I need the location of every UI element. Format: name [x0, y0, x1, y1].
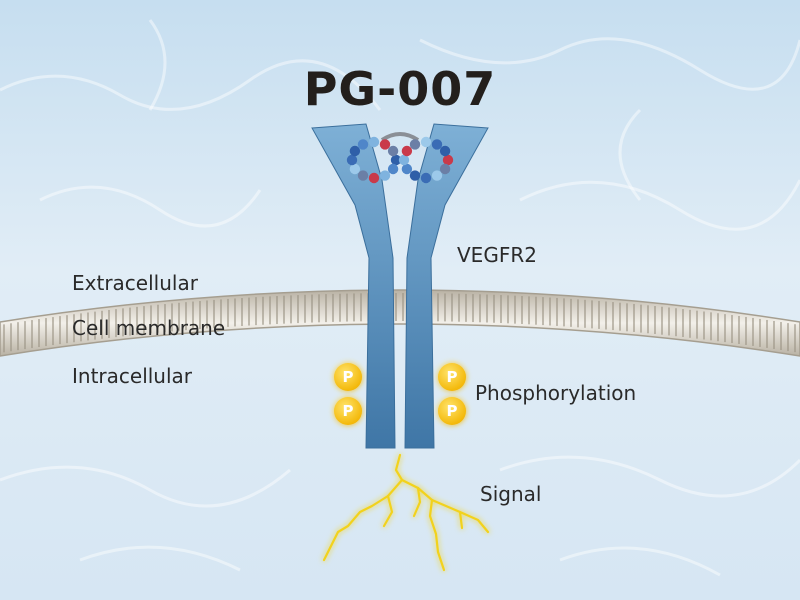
- molecule-bead: [390, 154, 402, 166]
- molecule-bead: [431, 139, 443, 150]
- molecule-bead: [409, 170, 421, 181]
- label-vegfr2: VEGFR2: [457, 243, 537, 267]
- molecule-bead: [398, 154, 410, 166]
- molecule-bead: [420, 136, 432, 148]
- molecule-bead: [379, 170, 391, 181]
- diagram-title: PG-007: [303, 62, 497, 116]
- phospho-symbol: P: [447, 368, 458, 386]
- phosphorylation-sites: P P P P: [334, 363, 466, 425]
- molecule-bead: [379, 139, 391, 150]
- label-signal: Signal: [480, 482, 542, 506]
- label-phosphorylation: Phosphorylation: [475, 381, 637, 405]
- phospho-site-left-bottom: P: [334, 397, 362, 425]
- molecule-bead: [346, 154, 358, 166]
- molecule-bead: [431, 170, 443, 181]
- molecule-bead: [442, 154, 454, 166]
- label-cell-membrane: Cell membrane: [72, 316, 226, 340]
- molecule-bead: [387, 145, 399, 157]
- molecule-bead: [349, 145, 361, 157]
- molecule-bead: [409, 139, 421, 150]
- label-extracellular: Extracellular: [72, 271, 198, 295]
- molecule-bead: [368, 136, 380, 148]
- molecule-bead: [420, 172, 432, 184]
- molecule-bead: [439, 163, 451, 175]
- molecule-bead: [387, 163, 399, 175]
- phospho-site-right-top: P: [438, 363, 466, 391]
- pg007-molecule: [346, 132, 454, 184]
- molecule-bead: [401, 163, 413, 175]
- signal-lightning: [322, 453, 490, 572]
- molecule-bead: [357, 139, 369, 150]
- phospho-site-right-bottom: P: [438, 397, 466, 425]
- phospho-symbol: P: [447, 402, 458, 420]
- molecule-bead: [368, 172, 380, 184]
- phospho-symbol: P: [343, 368, 354, 386]
- phospho-symbol: P: [343, 402, 354, 420]
- label-intracellular: Intracellular: [72, 364, 193, 388]
- phospho-site-left-top: P: [334, 363, 362, 391]
- water-caustics: [0, 19, 800, 577]
- molecule-bead: [439, 145, 451, 157]
- molecule-bead: [357, 170, 369, 181]
- molecule-bead: [401, 145, 413, 157]
- molecule-bead: [349, 163, 361, 175]
